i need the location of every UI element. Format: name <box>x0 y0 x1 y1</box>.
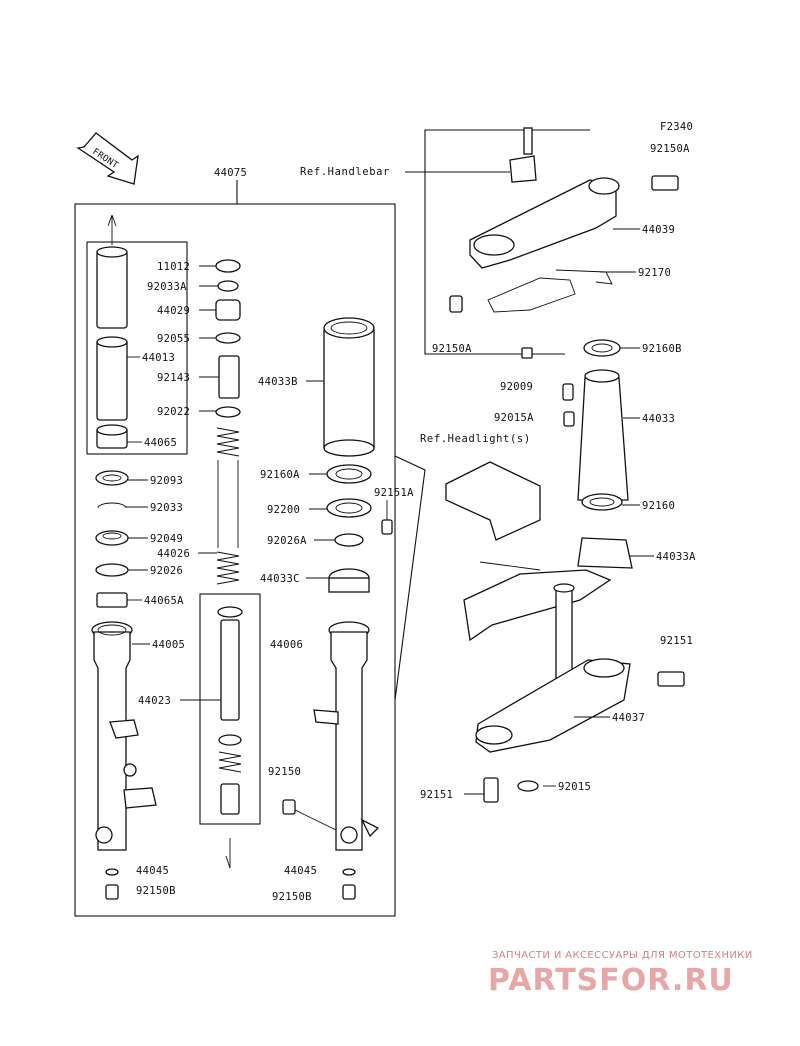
label-44065a: 44065A <box>144 595 184 607</box>
ref-headlights: Ref.Headlight(s) <box>420 433 531 445</box>
label-44037: 44037 <box>612 712 645 724</box>
left-fork-leg <box>91 621 157 900</box>
right-cover-parts <box>562 339 633 569</box>
label-92022: 92022 <box>157 406 190 418</box>
label-44033: 44033 <box>642 413 675 425</box>
label-92009: 92009 <box>500 381 533 393</box>
lower-triple-clamp <box>475 583 685 803</box>
part-labels: Ref.Handlebar Ref.Headlight(s) 11012 920… <box>136 143 696 903</box>
label-92200: 92200 <box>267 504 300 516</box>
label-44045-left: 44045 <box>136 865 169 877</box>
label-92026a: 92026A <box>267 535 307 547</box>
label-44045-right: 44045 <box>284 865 317 877</box>
label-44023: 44023 <box>138 695 171 707</box>
label-92015a: 92015A <box>494 412 534 424</box>
label-92093: 92093 <box>150 475 183 487</box>
leader-lines <box>126 228 654 795</box>
label-92151-bottom: 92151 <box>420 789 453 801</box>
label-44033a: 44033A <box>656 551 696 563</box>
label-92160: 92160 <box>642 500 675 512</box>
label-92170: 92170 <box>638 267 671 279</box>
front-arrow-icon: FRONT <box>76 132 139 185</box>
watermark-brand: PARTSFOR.RU <box>488 963 734 998</box>
center-fork-parts <box>282 317 393 900</box>
label-92143: 92143 <box>157 372 190 384</box>
ref-handlebar: Ref.Handlebar <box>300 166 390 178</box>
label-92055: 92055 <box>157 333 190 345</box>
label-92033a: 92033A <box>147 281 187 293</box>
label-44065: 44065 <box>144 437 177 449</box>
label-92150b-left: 92150B <box>136 885 176 897</box>
watermark-tagline: ЗАПЧАСТИ И АКСЕССУАРЫ ДЛЯ МОТОТЕХНИКИ <box>492 950 753 961</box>
label-44005: 44005 <box>152 639 185 651</box>
label-44075: 44075 <box>214 167 247 179</box>
label-92150a-top: 92150A <box>650 143 690 155</box>
label-44039: 44039 <box>642 224 675 236</box>
label-44013: 44013 <box>142 352 175 364</box>
label-44033c: 44033C <box>260 573 300 585</box>
label-44029: 44029 <box>157 305 190 317</box>
label-92151: 92151 <box>660 635 693 647</box>
upper-bracket-box <box>405 129 590 355</box>
label-92049: 92049 <box>150 533 183 545</box>
label-44006: 44006 <box>270 639 303 651</box>
fork-assembly-box <box>74 180 426 917</box>
label-92160a: 92160A <box>260 469 300 481</box>
label-92033: 92033 <box>150 502 183 514</box>
label-92026: 92026 <box>150 565 183 577</box>
label-11012: 11012 <box>157 261 190 273</box>
fork-inner-parts <box>95 214 243 869</box>
label-92015: 92015 <box>558 781 591 793</box>
label-92160b: 92160B <box>642 343 682 355</box>
diagram-code: F2340 <box>660 121 693 133</box>
label-92151a: 92151A <box>374 487 414 499</box>
label-92150: 92150 <box>268 766 301 778</box>
label-92150b-right: 92150B <box>272 891 312 903</box>
label-44026: 44026 <box>157 548 190 560</box>
upper-bracket <box>449 127 679 359</box>
label-44033b: 44033B <box>258 376 298 388</box>
label-92150a-bottom: 92150A <box>432 343 472 355</box>
